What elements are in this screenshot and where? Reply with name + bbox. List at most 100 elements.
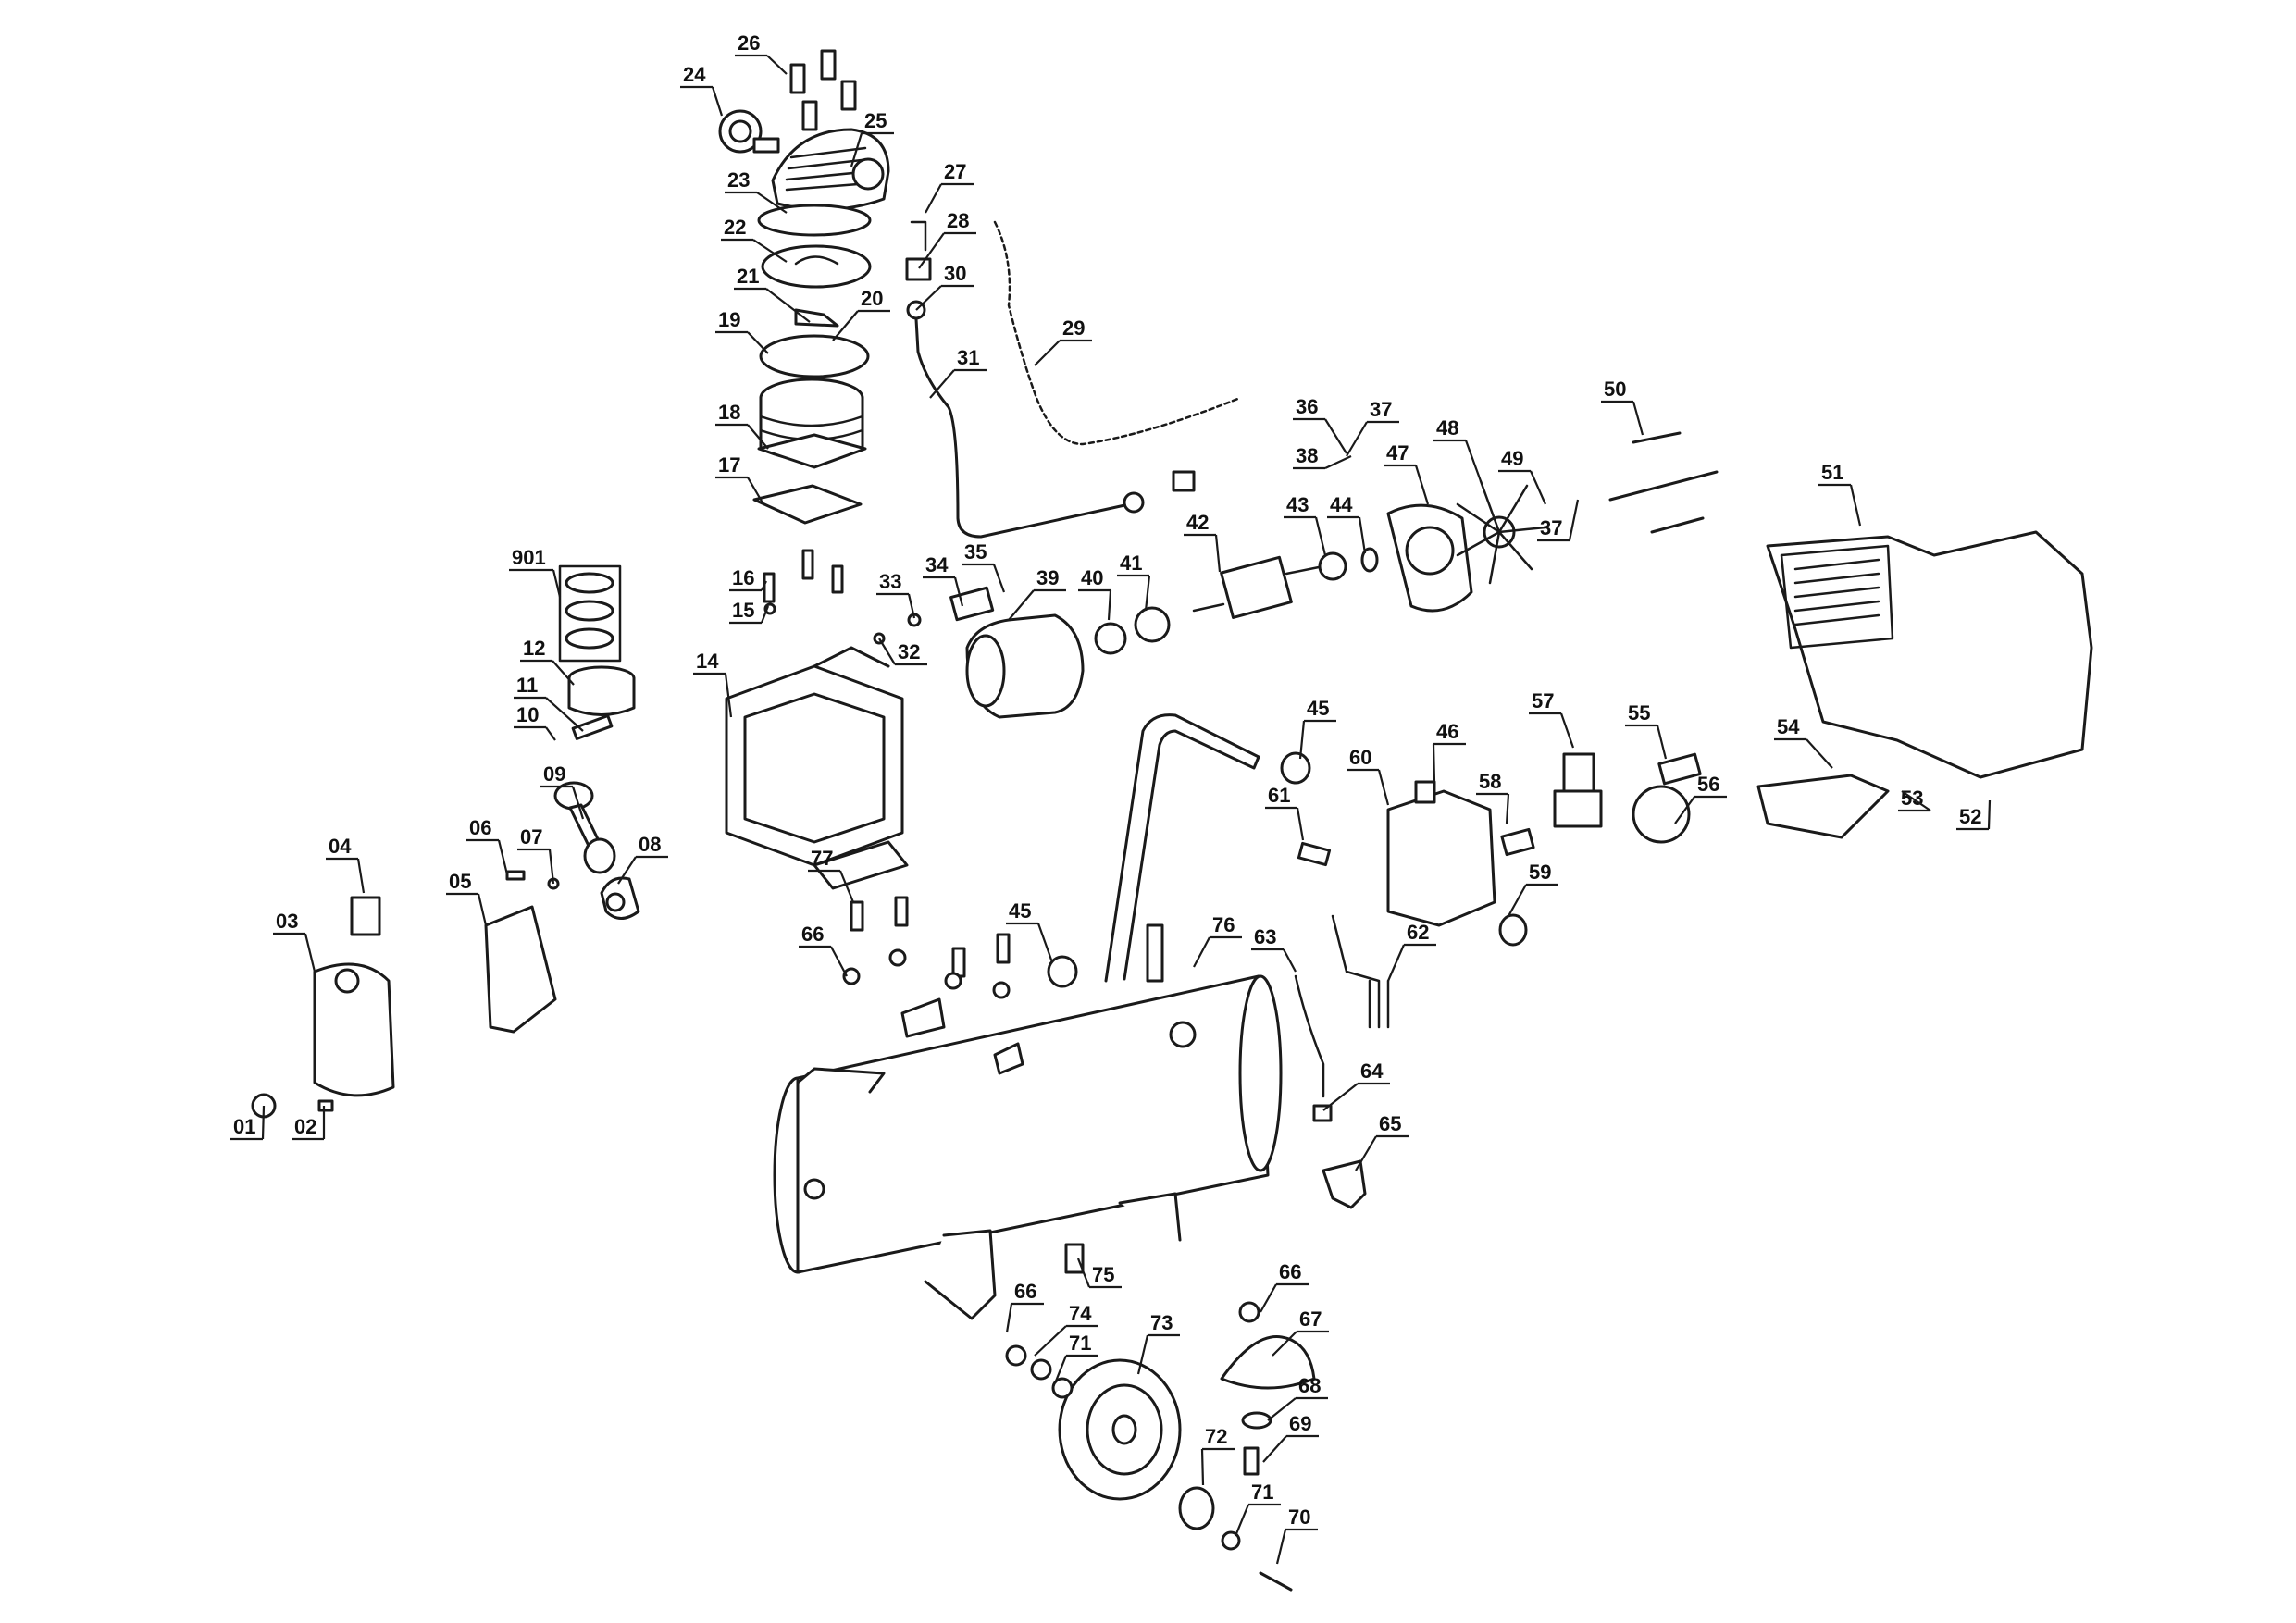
callout-label: 51 [1821, 461, 1843, 484]
callout-leader [1267, 1397, 1297, 1421]
callout-label: 66 [1279, 1260, 1301, 1283]
callout-leader [953, 576, 964, 607]
callout-label: 55 [1628, 701, 1650, 725]
head-bolts [789, 49, 857, 131]
pipe-63 [1294, 974, 1325, 1098]
callout-c29: 29 [1034, 316, 1092, 366]
callout-c33: 33 [876, 570, 916, 619]
callout-c31: 31 [929, 346, 987, 399]
callout-leader [1806, 738, 1833, 769]
nipple-58 [1500, 827, 1535, 857]
callout-c77: 77 [808, 847, 855, 903]
callout-leader [545, 697, 584, 732]
pressure-regulator [1553, 752, 1603, 828]
callout-leader [1275, 1529, 1287, 1565]
bolt-70 [1259, 1571, 1293, 1592]
callout-label: 39 [1036, 566, 1059, 589]
callout-label: 56 [1697, 773, 1719, 796]
callout-label: 36 [1296, 395, 1318, 418]
callout-label: 38 [1296, 444, 1318, 467]
callout-label: 12 [523, 637, 545, 660]
callout-label: 32 [898, 640, 920, 663]
callout-leader [1346, 421, 1368, 457]
callout-label: 07 [520, 825, 542, 849]
screw-06 [505, 870, 526, 881]
callout-label: 70 [1288, 1505, 1310, 1529]
bearing-40 [1094, 622, 1127, 655]
mount-plate-b [993, 1042, 1024, 1075]
callout-leader [878, 638, 896, 665]
callout-label: 05 [449, 870, 471, 893]
drain-valve [1064, 1243, 1085, 1274]
callout-c50: 50 [1601, 378, 1644, 436]
callout-c53: 53 [1898, 787, 1931, 812]
callout-label: 16 [732, 566, 754, 589]
cable-bundle-62 [1331, 914, 1390, 1029]
callout-leader [711, 86, 724, 117]
callout-leader [617, 856, 637, 885]
piston [567, 665, 636, 716]
callout-leader [747, 477, 764, 505]
callout-label: 77 [811, 847, 833, 870]
bearing-43 [1318, 551, 1347, 581]
callout-label: 66 [1014, 1280, 1036, 1303]
callout-c36: 36 [1293, 395, 1347, 454]
callout-label: 69 [1289, 1412, 1311, 1435]
callout-c01: 01 [230, 1105, 266, 1141]
callout-label: 48 [1436, 416, 1458, 440]
callout-leader [497, 839, 509, 875]
callout-label: 65 [1379, 1112, 1401, 1135]
motor-end-shield [1386, 503, 1473, 613]
callout-leader [850, 132, 863, 167]
screw-02 [317, 1099, 334, 1112]
washer-71a [1051, 1377, 1074, 1399]
callout-label: 27 [944, 160, 966, 183]
callout-leader [752, 239, 788, 263]
shroud-base-cover [1756, 774, 1890, 839]
callout-leader [747, 331, 769, 354]
valve-plate [761, 244, 872, 289]
callout-c03: 03 [273, 910, 316, 973]
callout-leader [838, 870, 855, 903]
callout-label: 50 [1604, 378, 1626, 401]
callout-c71b: 71 [1234, 1481, 1281, 1537]
cylinder-head-cover [771, 128, 890, 211]
callout-leader [918, 232, 945, 269]
callout-leader [830, 946, 848, 977]
callout-c38: 38 [1293, 444, 1352, 470]
callout-leader [1136, 1334, 1149, 1375]
callout-label: 57 [1532, 689, 1554, 712]
callout-c40: 40 [1078, 566, 1112, 621]
callout-c25: 25 [850, 109, 894, 167]
callout-c41: 41 [1117, 551, 1151, 612]
mount-plate-a [900, 997, 946, 1038]
callout-label: 35 [964, 540, 987, 564]
callout-c16: 16 [729, 566, 767, 592]
callout-leader [1632, 401, 1644, 436]
callout-label: 25 [864, 109, 887, 132]
callout-label: 75 [1092, 1263, 1114, 1286]
callout-c26: 26 [735, 31, 788, 75]
check-valve-65 [1322, 1159, 1367, 1209]
callout-c64: 64 [1322, 1059, 1390, 1111]
callout-leader [1144, 575, 1151, 612]
callout-leader [1508, 884, 1527, 917]
callout-leader [925, 183, 942, 214]
callout-leader [1034, 1325, 1067, 1357]
callout-leader [1358, 516, 1367, 554]
callout-c43: 43 [1284, 493, 1327, 556]
callout-c70: 70 [1275, 1505, 1318, 1565]
cap-45b [1047, 955, 1078, 988]
callout-c10: 10 [514, 703, 556, 741]
callout-label: 30 [944, 262, 966, 285]
callout-label: 37 [1370, 398, 1392, 421]
callout-label: 20 [861, 287, 883, 310]
callout-label: 73 [1150, 1311, 1173, 1334]
callout-c60: 60 [1347, 746, 1390, 806]
washer-74 [1030, 1358, 1052, 1381]
nut-64 [1312, 1104, 1333, 1122]
callout-leader [1262, 1435, 1287, 1463]
air-tank [773, 974, 1283, 1274]
callout-c27: 27 [925, 160, 974, 214]
